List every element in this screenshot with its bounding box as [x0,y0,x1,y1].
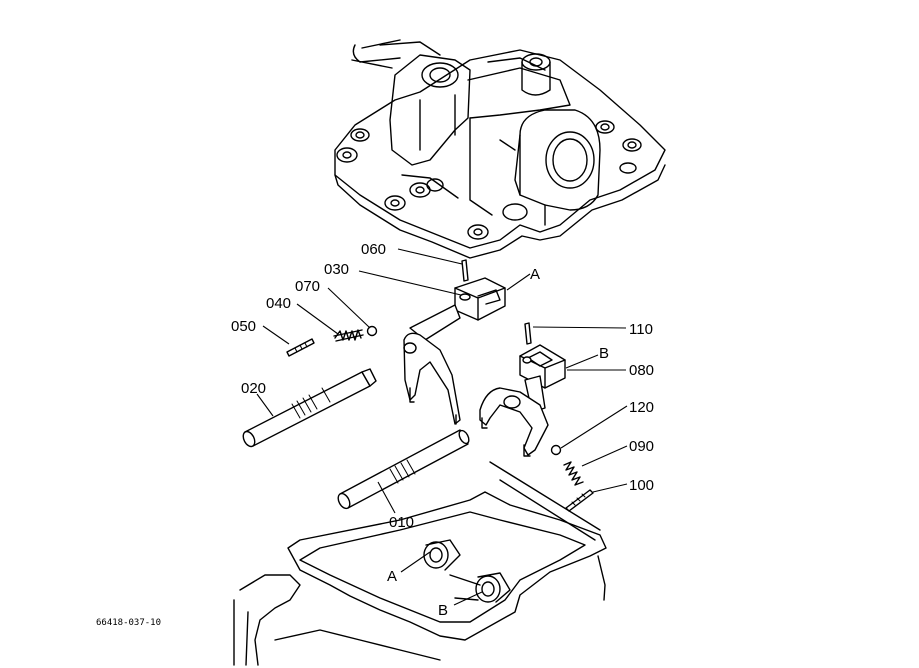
ref-label-b-top: B [599,345,609,362]
spring-090 [563,461,584,486]
shift-rod-020 [242,368,377,448]
ball-120 [550,444,562,456]
leader-lines [256,248,628,606]
label-020: 020 [241,380,266,397]
screw-050 [286,338,315,357]
label-100: 100 [629,477,654,494]
top-housing [334,39,666,259]
pin-060 [461,259,469,282]
pin-110 [524,322,532,345]
shift-fork-030 [403,277,506,425]
ref-label-a-bottom: A [387,568,397,585]
ref-label-a-top: A [530,266,540,283]
bottom-case [233,461,607,666]
label-110: 110 [629,321,653,338]
label-120: 120 [629,399,654,416]
label-010: 010 [389,514,414,531]
label-050: 050 [231,318,256,335]
screw-100 [565,489,594,512]
callout-labels: 010 020 030 040 050 060 070 080 090 100 … [231,241,654,619]
label-070: 070 [295,278,320,295]
label-040: 040 [266,295,291,312]
drawing-code: 66418-037-10 [96,618,161,628]
shift-rod-010 [337,429,470,510]
ball-070 [366,325,378,337]
label-080: 080 [629,362,654,379]
shift-fork-080 [479,344,566,457]
label-060: 060 [361,241,386,258]
spring-040 [333,329,364,342]
label-030: 030 [324,261,349,278]
label-090: 090 [629,438,654,455]
ref-label-b-bottom: B [438,602,448,619]
